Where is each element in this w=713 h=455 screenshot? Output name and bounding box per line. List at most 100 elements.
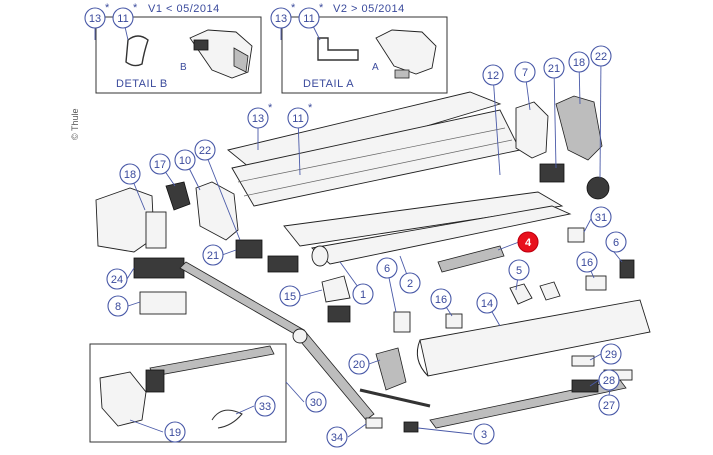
callout-circle — [202, 244, 224, 266]
callout-number: 2 — [407, 278, 413, 290]
callout-number: 14 — [481, 298, 493, 310]
callout-21: 21 — [543, 57, 565, 79]
callout-number: 6 — [384, 263, 390, 275]
plug-31 — [567, 227, 585, 243]
clip-16-b — [445, 313, 463, 329]
bracket-5-b — [539, 281, 561, 301]
callout-number: 15 — [284, 291, 296, 303]
detail-a-title: DETAIL A — [303, 78, 354, 90]
callout-number: 8 — [115, 301, 121, 313]
callout-22: 22 — [590, 45, 612, 67]
callout-circle — [298, 7, 320, 29]
motor-housing-19 — [99, 371, 147, 427]
end-cap-18-left — [95, 187, 155, 253]
callout-circle — [326, 426, 348, 448]
callout-number: 22 — [595, 51, 607, 63]
callout-number: 18 — [573, 57, 585, 69]
motor-17 — [165, 181, 191, 211]
callout-number: 17 — [154, 159, 166, 171]
rail-4 — [437, 245, 505, 273]
callout-number: 4 — [525, 237, 532, 249]
copyright-text: © Thule — [70, 109, 80, 140]
callout-22b: 22 — [194, 139, 216, 161]
callout-asterisk: * — [319, 2, 324, 14]
arm-joint — [292, 328, 308, 344]
callout-11-detail-a: 11* — [298, 2, 324, 29]
callout-number: 19 — [169, 427, 181, 439]
callout-circle — [598, 369, 620, 391]
detail-a-insert-part — [394, 69, 410, 79]
detail-b-variant-label: V1 < 05/2014 — [148, 3, 220, 15]
callout-11: 11* — [112, 2, 138, 29]
callout-circle — [194, 139, 216, 161]
callout-number: 11 — [117, 13, 128, 25]
callout-circle — [112, 7, 134, 29]
detail-b-title: DETAIL B — [116, 78, 168, 90]
callout-number: 27 — [603, 400, 615, 412]
bracket-29 — [571, 355, 595, 367]
callout-27: 27 — [598, 394, 620, 416]
callout-29: 29 — [600, 343, 622, 365]
callout-number: 1 — [360, 289, 366, 301]
callout-number: 21 — [207, 250, 219, 262]
callout-circle — [543, 57, 565, 79]
callout-circle — [84, 7, 106, 29]
callout-circle — [174, 149, 196, 171]
callout-31: 31 — [590, 206, 612, 228]
callout-asterisk: * — [105, 2, 110, 14]
detail-b-panel: V1 < 05/2014 DETAIL B B — [95, 3, 262, 94]
callout-10: 10 — [174, 149, 196, 171]
callout-asterisk: * — [291, 2, 296, 14]
end-cap-10 — [195, 181, 239, 241]
detail-a-clip-part — [317, 37, 359, 61]
detail-b-letter: B — [180, 62, 187, 73]
callout-33: 33 — [254, 395, 276, 417]
bracket-22-left — [267, 255, 299, 273]
callout-11-main: 11* — [287, 102, 313, 129]
callout-19: 19 — [164, 421, 186, 443]
callout-circle — [473, 423, 495, 445]
callout-13: 13* — [84, 2, 110, 29]
callout-number: 6 — [613, 237, 619, 249]
callout-number: 20 — [353, 359, 365, 371]
callout-circle — [476, 292, 498, 314]
callout-circle — [576, 251, 598, 273]
detail-a-variant-label: V2 > 05/2014 — [333, 3, 405, 15]
callout-circle — [149, 153, 171, 175]
callout-number: 5 — [516, 265, 522, 277]
callout-number: 21 — [548, 63, 560, 75]
callout-circle — [508, 259, 530, 281]
cover-20 — [375, 347, 407, 391]
callout-34: 34 — [326, 426, 348, 448]
callout-number: 33 — [259, 401, 271, 413]
callout-circle — [352, 283, 374, 305]
callout-16b: 16 — [430, 288, 452, 310]
callout-number: 31 — [595, 212, 607, 224]
detail-b-clip-part — [125, 35, 149, 67]
callout-7: 7 — [514, 61, 536, 83]
callout-18b: 18 — [119, 163, 141, 185]
callout-circle — [287, 107, 309, 129]
callout-circle — [376, 257, 398, 279]
callout-circle — [482, 64, 504, 86]
callout-circle — [605, 231, 627, 253]
callout-6b: 6 — [376, 257, 398, 279]
callout-number: 29 — [605, 349, 617, 361]
callout-number: 34 — [331, 432, 343, 444]
callout-5: 5 — [508, 259, 530, 281]
callout-12: 12 — [482, 64, 504, 86]
callout-21b: 21 — [202, 244, 224, 266]
detail-motor-panel — [89, 343, 287, 443]
callout-circle — [305, 391, 327, 413]
callout-number: 22 — [199, 145, 211, 157]
callout-circle — [107, 295, 129, 317]
callout-number: 28 — [603, 375, 615, 387]
callout-circle — [254, 395, 276, 417]
end-cap-7 — [515, 101, 549, 159]
callout-number: 11 — [292, 113, 303, 125]
callout-4: 4 — [517, 231, 539, 253]
callout-number: 30 — [310, 397, 322, 409]
callout-20: 20 — [348, 353, 370, 375]
end-cap-18 — [555, 95, 603, 161]
callout-circle — [590, 45, 612, 67]
